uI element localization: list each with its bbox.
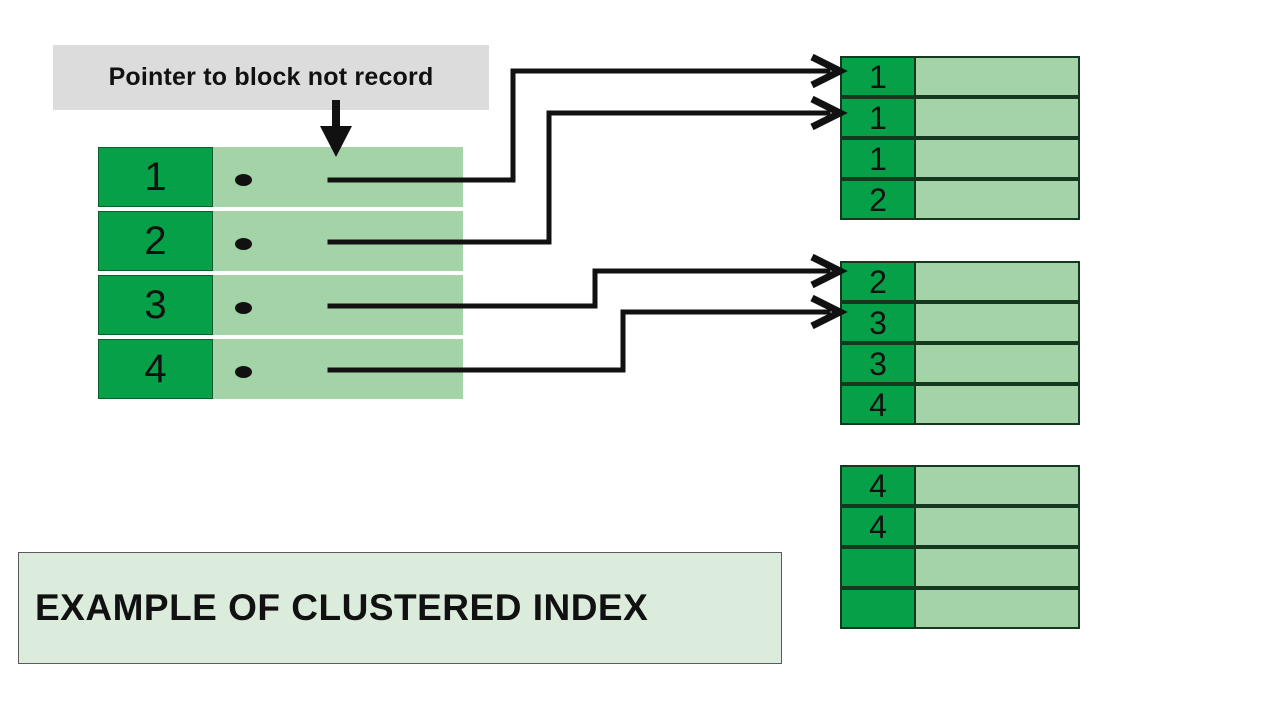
data-row[interactable]: 4 [840,465,1080,506]
pointer-dot-icon [235,238,252,250]
index-key-cell: 4 [98,339,213,399]
index-row[interactable]: 3 [98,275,463,335]
index-key-cell: 3 [98,275,213,335]
index-key-cell: 2 [98,211,213,271]
pointer-dot-icon [235,366,252,378]
data-row[interactable]: 3 [840,302,1080,343]
data-payload-cell [916,384,1080,425]
data-payload-cell [916,547,1080,588]
pointer-dot-icon [235,174,252,186]
data-payload-cell [916,56,1080,97]
index-pointer-cell [213,275,463,335]
data-key-cell: 1 [840,56,916,97]
data-payload-cell [916,465,1080,506]
index-row[interactable]: 2 [98,211,463,271]
index-key-cell: 1 [98,147,213,207]
caption-label: EXAMPLE OF CLUSTERED INDEX [35,587,649,628]
data-key-cell: 4 [840,506,916,547]
data-row[interactable]: 4 [840,384,1080,425]
data-key-cell: 4 [840,465,916,506]
data-row[interactable]: 1 [840,97,1080,138]
data-row[interactable]: 2 [840,261,1080,302]
data-row[interactable]: 2 [840,179,1080,220]
data-payload-cell [916,588,1080,629]
caption-box: EXAMPLE OF CLUSTERED INDEX [18,552,782,664]
index-pointer-cell [213,339,463,399]
callout-label: Pointer to block not record [108,63,434,91]
index-table: 1 2 3 4 [98,147,463,401]
data-row[interactable] [840,588,1080,629]
data-payload-cell [916,261,1080,302]
data-key-cell: 3 [840,302,916,343]
data-key-cell [840,547,916,588]
data-payload-cell [916,179,1080,220]
data-key-cell: 4 [840,384,916,425]
data-key-cell [840,588,916,629]
data-row[interactable]: 3 [840,343,1080,384]
data-key-cell: 1 [840,138,916,179]
data-row[interactable]: 4 [840,506,1080,547]
data-row[interactable] [840,547,1080,588]
index-row[interactable]: 1 [98,147,463,207]
data-block-1: 1 1 1 2 [840,56,1080,220]
data-block-3: 4 4 [840,465,1080,629]
callout-box: Pointer to block not record [53,45,489,110]
data-payload-cell [916,97,1080,138]
index-pointer-cell [213,211,463,271]
data-payload-cell [916,343,1080,384]
data-key-cell: 1 [840,97,916,138]
data-row[interactable]: 1 [840,138,1080,179]
data-block-2: 2 3 3 4 [840,261,1080,425]
data-key-cell: 2 [840,179,916,220]
data-key-cell: 3 [840,343,916,384]
index-row[interactable]: 4 [98,339,463,399]
data-row[interactable]: 1 [840,56,1080,97]
data-key-cell: 2 [840,261,916,302]
data-payload-cell [916,302,1080,343]
index-pointer-cell [213,147,463,207]
data-payload-cell [916,138,1080,179]
data-payload-cell [916,506,1080,547]
pointer-dot-icon [235,302,252,314]
